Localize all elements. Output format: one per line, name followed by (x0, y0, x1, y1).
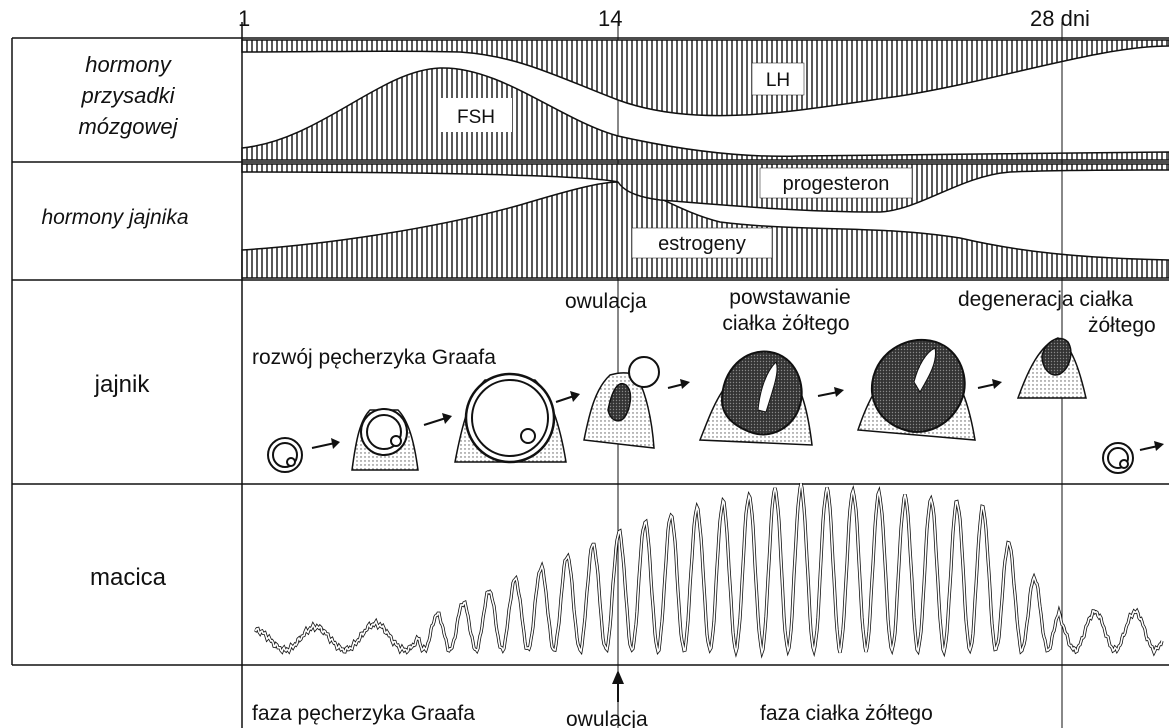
arrow-1 (312, 443, 335, 448)
graaf-development-label: rozwój pęcherzyka Graafa (252, 346, 496, 369)
fsh-label: FSH (457, 107, 495, 128)
pituitary-label-line1: hormony (85, 52, 173, 77)
ovulation-arrow-head (612, 670, 624, 684)
day-14-label: 14 (598, 6, 622, 31)
arrow-3 (556, 396, 574, 402)
pituitary-label-line3: mózgowej (78, 114, 178, 139)
follicle-stage-2 (352, 409, 418, 470)
follicle-stage-1 (268, 438, 302, 472)
ovarian-hormones-row: hormony jajnika progesteron estrogeny (41, 164, 1169, 278)
corpus-luteum-degenerating (1018, 338, 1086, 398)
luteal-degeneration-label-line2: żółtego (1088, 314, 1156, 337)
luteal-formation-label-line2: ciałka żółtego (722, 312, 849, 335)
ovulation-label-ovary: owulacja (565, 290, 647, 313)
luteal-degeneration-label-line1: degeneracja ciałka (958, 288, 1133, 311)
progesterone-label: progesteron (783, 173, 890, 195)
pituitary-label-line2: przysadki (81, 83, 176, 108)
lh-label: LH (766, 70, 790, 91)
arrow-4-head (680, 379, 690, 389)
ovary-row: jajnik rozwój pęcherzyka Graafa owulacja… (94, 286, 1164, 473)
new-follicle (1103, 443, 1133, 473)
graaf-follicle (455, 374, 566, 462)
follicular-phase-label: faza pęcherzyka Graafa (252, 702, 475, 725)
arrow-3-head (570, 391, 580, 402)
arrow-6-head (992, 379, 1002, 389)
endometrium-inner-line (255, 483, 1162, 652)
ovulating-follicle (584, 357, 659, 448)
arrow-5-head (834, 387, 844, 397)
arrow-2 (424, 418, 446, 425)
ovarian-label: hormony jajnika (41, 206, 188, 229)
arrow-5 (818, 392, 838, 396)
day-28-label: 28 dni (1030, 6, 1090, 31)
day-1-label: 1 (238, 6, 250, 31)
arrow-7-head (1154, 441, 1164, 451)
progesterone-band (242, 164, 1169, 212)
phase-labels: faza pęcherzyka Graafa owulacja faza cia… (252, 670, 933, 728)
ovum (629, 357, 659, 387)
ovary-label: jajnik (94, 371, 151, 398)
estrogen-label: estrogeny (658, 233, 746, 255)
ovulation-phase-label: owulacja (566, 708, 648, 728)
luteal-formation-label-line1: powstawanie (729, 286, 850, 309)
uterus-label: macica (90, 564, 167, 591)
corpus-luteum-mature (858, 340, 975, 440)
luteal-phase-label: faza ciałka żółtego (760, 702, 933, 725)
arrow-2-head (442, 413, 452, 424)
corpus-luteum-forming (700, 352, 812, 445)
arrow-1-head (331, 438, 340, 449)
uterus-row: macica (90, 483, 1162, 652)
